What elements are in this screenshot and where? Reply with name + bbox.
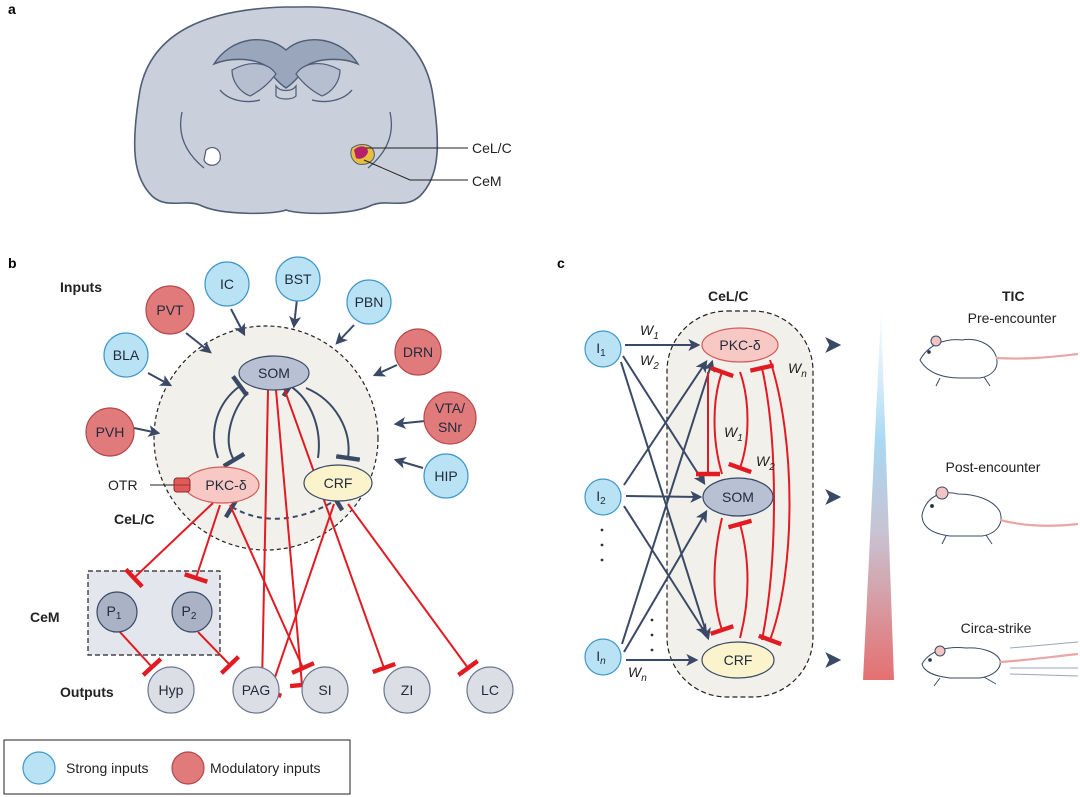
cel-c-heading-c: CeL/C xyxy=(708,288,748,304)
panel-b-letter: b xyxy=(8,255,17,271)
mouse-circa-strike-icon xyxy=(921,641,1079,687)
output-arrows-c xyxy=(776,337,842,668)
cem-heading-b: CeM xyxy=(30,609,60,625)
pkc-delta-node-b: PKC-δ xyxy=(184,466,260,504)
tic-gradient-wedge xyxy=(863,312,894,680)
svg-text:I2: I2 xyxy=(596,488,606,507)
som-node-c: SOM xyxy=(702,477,774,517)
svg-text:PVT: PVT xyxy=(156,302,184,318)
inner-w2-label: W2 xyxy=(756,453,775,473)
svg-text:SOM: SOM xyxy=(722,489,754,505)
svg-text:SI: SI xyxy=(318,682,331,698)
svg-text:SOM: SOM xyxy=(258,365,290,381)
panel-c-letter: c xyxy=(557,255,565,271)
svg-text:PKC-δ: PKC-δ xyxy=(719,337,760,353)
stage-circa-strike: Circa-strike xyxy=(961,620,1032,636)
weight-wn-label: Wn xyxy=(628,664,647,684)
output-hyp: Hyp xyxy=(147,666,195,714)
stage-post-encounter: Post-encounter xyxy=(946,459,1041,475)
svg-text:P1: P1 xyxy=(107,603,122,622)
p2-node: P2 xyxy=(171,591,213,633)
svg-text:I1: I1 xyxy=(596,340,606,359)
input-i1: I1 xyxy=(584,330,622,368)
legend-modulatory-label: Modulatory inputs xyxy=(210,760,321,776)
svg-text:VTA/: VTA/ xyxy=(435,400,465,416)
legend-strong-label: Strong inputs xyxy=(66,760,149,776)
svg-text:HIP: HIP xyxy=(434,468,457,484)
ellipsis-dots-c xyxy=(600,528,654,652)
internal-inhibition-b xyxy=(213,374,361,520)
recurrent-inhibition-c xyxy=(696,359,791,647)
otr-label: OTR xyxy=(108,477,138,493)
legend: Strong inputs Modulatory inputs xyxy=(3,739,351,795)
svg-text:BLA: BLA xyxy=(113,347,140,363)
panel-a-letter: a xyxy=(8,1,16,17)
otr-receptor: OTR xyxy=(108,477,191,493)
input-in: In xyxy=(584,638,622,676)
output-zi: ZI xyxy=(383,666,431,714)
svg-text:PVH: PVH xyxy=(96,424,125,440)
output-pag: PAG xyxy=(232,666,280,714)
tic-heading: TIC xyxy=(1002,288,1025,304)
som-node-b: SOM xyxy=(238,355,310,391)
input-pvh: PVH xyxy=(85,407,135,457)
legend-modulatory-swatch xyxy=(171,751,205,785)
output-lc: LC xyxy=(466,666,514,714)
stage-pre-encounter: Pre-encounter xyxy=(968,310,1057,326)
svg-text:CRF: CRF xyxy=(724,652,753,668)
input-drn: DRN xyxy=(394,328,442,376)
weight-arrows-c xyxy=(620,339,715,666)
svg-text:Hyp: Hyp xyxy=(159,682,184,698)
input-bla: BLA xyxy=(103,332,149,378)
crf-node-b: CRF xyxy=(303,464,373,502)
crf-node-c: CRF xyxy=(701,641,775,679)
weight-w1-label: W1 xyxy=(640,322,659,342)
mouse-pre-encounter-icon xyxy=(919,335,1079,387)
svg-text:PAG: PAG xyxy=(242,682,271,698)
input-i2: I2 xyxy=(584,478,622,516)
svg-text:LC: LC xyxy=(481,682,499,698)
svg-text:ZI: ZI xyxy=(401,682,413,698)
inputs-heading: Inputs xyxy=(60,279,102,295)
input-ic: IC xyxy=(204,261,250,307)
pkc-delta-node-c: PKC-δ xyxy=(701,327,779,363)
svg-text:SNr: SNr xyxy=(438,419,462,435)
svg-text:In: In xyxy=(596,648,606,667)
input-arrows-b xyxy=(133,298,426,469)
output-projections-b xyxy=(118,387,479,698)
svg-text:IC: IC xyxy=(220,276,234,292)
input-bst: BST xyxy=(275,256,321,302)
svg-text:P2: P2 xyxy=(182,603,197,622)
legend-strong-swatch xyxy=(22,751,56,785)
input-hip: HIP xyxy=(423,453,469,499)
svg-text:PBN: PBN xyxy=(355,294,384,310)
outputs-heading: Outputs xyxy=(60,684,114,700)
svg-text:CRF: CRF xyxy=(324,475,353,491)
inner-wn-label: Wn xyxy=(788,360,807,380)
weight-w2-label: W2 xyxy=(640,352,659,372)
svg-text:BST: BST xyxy=(284,271,312,287)
inner-w1-label: W1 xyxy=(724,424,743,444)
output-si: SI xyxy=(301,666,349,714)
brain-section xyxy=(133,6,439,215)
mouse-post-encounter-icon xyxy=(921,486,1079,545)
p1-node: P1 xyxy=(96,591,138,633)
cel-c-label-a: CeL/C xyxy=(472,140,512,156)
input-pbn: PBN xyxy=(346,279,392,325)
input-pvt: PVT xyxy=(145,285,195,335)
svg-text:DRN: DRN xyxy=(403,344,433,360)
cel-c-heading-b: CeL/C xyxy=(114,511,154,527)
input-vta-snr: VTA/ SNr xyxy=(423,391,477,445)
svg-text:PKC-δ: PKC-δ xyxy=(205,477,246,493)
cem-label-a: CeM xyxy=(472,173,502,189)
